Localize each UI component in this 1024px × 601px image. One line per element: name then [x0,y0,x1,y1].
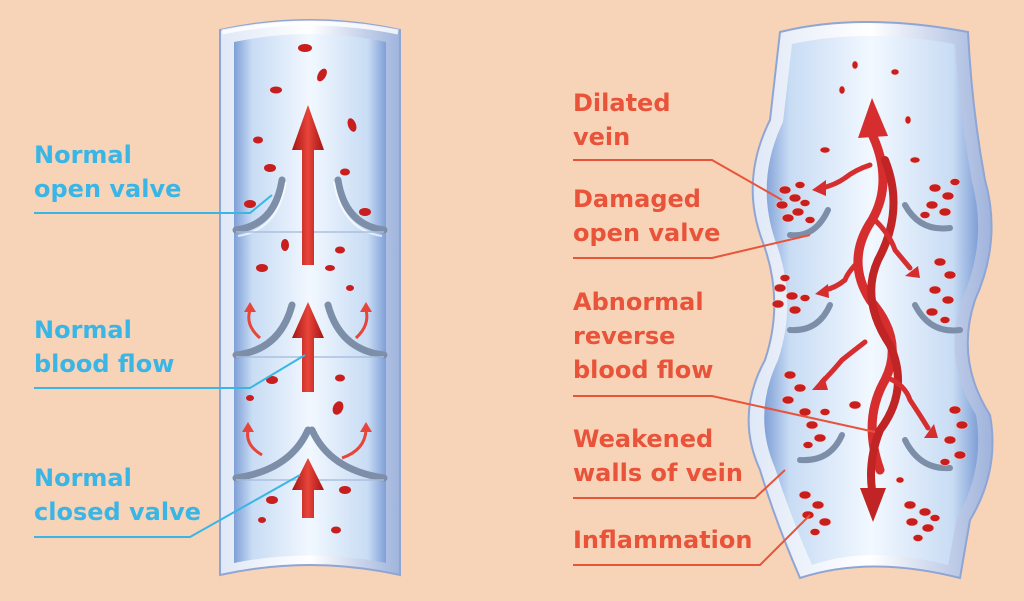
leader-line [573,395,876,433]
normal-closed-valve [232,426,388,482]
cluster-top-right [919,178,961,219]
normal-vein [219,19,401,577]
cluster-mid-right [925,257,957,324]
reverse-flow-side-arrows [819,162,931,431]
label-line: Normal [34,316,132,344]
cluster-top-left [775,181,816,224]
label-line: Abnormal [573,288,704,316]
blood-clusters [771,60,969,542]
label-line: blood flow [34,350,174,378]
leader-line [573,234,811,259]
label-line: closed valve [34,498,201,526]
cluster-bottom-right [903,500,941,542]
label-weakened-walls: Weakened walls of vein [573,425,786,499]
leader-line [34,194,273,214]
side-flow-arrows [246,309,369,460]
label-line: walls of vein [573,459,743,487]
normal-open-valve [232,176,388,234]
leader-line [573,514,811,566]
label-normal-open-valve: Normal open valve [34,141,273,214]
label-dilated-vein: Dilated vein [573,89,783,201]
cluster-lower-left [781,370,831,449]
left-labels: Normal open valve Normal blood flow Norm… [34,141,306,538]
right-labels: Dilated vein Damaged open valve Abnormal… [573,89,876,566]
label-line: open valve [573,219,720,247]
label-line: Inflammation [573,526,752,554]
reverse-flow-main-down [867,156,902,494]
label-line: reverse [573,322,675,350]
label-line: Normal [34,464,132,492]
cluster-mid-left [771,274,811,315]
damaged-valves [787,202,963,472]
label-line: Damaged [573,185,701,213]
label-normal-blood-flow: Normal blood flow [34,316,306,389]
leader-line [573,469,786,499]
label-line: Normal [34,141,132,169]
label-abnormal-reverse-blood-flow: Abnormal reverse blood flow [573,288,876,433]
label-normal-closed-valve: Normal closed valve [34,464,301,538]
flow-arrow-up-middle [292,302,324,392]
label-line: open valve [34,175,181,203]
leader-line [34,474,301,538]
cluster-bottom-left [798,490,832,536]
flow-arrow-up-bottom [292,458,324,518]
leader-line [34,354,306,389]
blood-cells-normal [244,44,371,534]
leader-line [573,159,783,201]
label-line: Weakened [573,425,713,453]
normal-vein-top-rim [221,20,399,35]
flow-arrow-up-top [292,105,324,265]
label-damaged-open-valve: Damaged open valve [573,185,811,259]
label-line: Dilated [573,89,671,117]
scattered-cells [819,60,921,484]
normal-valve-middle [232,301,388,359]
label-line: vein [573,123,630,151]
cluster-lower-right [939,405,969,466]
label-line: blood flow [573,356,713,384]
label-inflammation: Inflammation [573,514,811,566]
varicose-vein [747,21,994,580]
